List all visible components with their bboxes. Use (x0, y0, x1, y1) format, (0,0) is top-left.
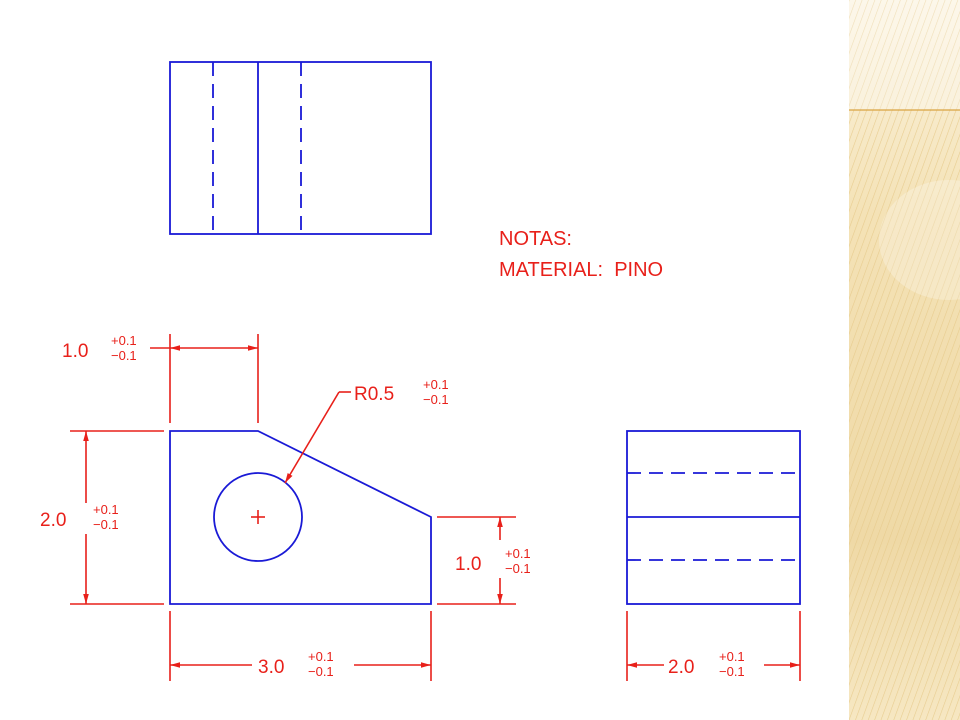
dimension-value: 1.0 (455, 554, 481, 575)
tolerance-plus: +0.1 (93, 502, 119, 517)
tolerance-plus: +0.1 (308, 649, 334, 664)
tolerance-plus: +0.1 (719, 649, 745, 664)
tolerance-minus: −0.1 (308, 664, 334, 679)
dimension-value: 1.0 (62, 341, 88, 362)
notes-heading: NOTAS: (499, 228, 572, 250)
dimension-height: 2.0 +0.1 −0.1 (40, 430, 164, 605)
dimension-hole-radius: R0.5 +0.1 −0.1 (284, 377, 449, 484)
dimension-side-width: 2.0 +0.1 −0.1 (626, 611, 801, 681)
tolerance-plus: +0.1 (423, 377, 449, 392)
tolerance-minus: −0.1 (93, 517, 119, 532)
front-view-outline (169, 430, 432, 605)
dimension-bottom-width: 3.0 +0.1 −0.1 (169, 611, 432, 681)
decorative-side-panel (849, 0, 960, 720)
tolerance-plus: +0.1 (505, 546, 531, 561)
side-view (626, 430, 801, 605)
technical-drawing: NOTAS: MATERIAL: PINO 1.0 +0.1 −0.1 R0.5… (40, 61, 801, 681)
dimension-value: 2.0 (668, 657, 694, 678)
notes-block: NOTAS: MATERIAL: PINO (499, 228, 663, 281)
leader-line (284, 391, 340, 484)
dimension-value: 2.0 (40, 510, 66, 531)
dimension-value: R0.5 (354, 384, 394, 405)
dimension-right-height: 1.0 +0.1 −0.1 (437, 516, 531, 605)
hole-circle (213, 472, 303, 562)
dimension-top-width: 1.0 +0.1 −0.1 (62, 333, 259, 423)
tolerance-minus: −0.1 (719, 664, 745, 679)
notes-material: MATERIAL: PINO (499, 259, 663, 281)
dimension-value: 3.0 (258, 657, 284, 678)
tolerance-minus: −0.1 (505, 561, 531, 576)
front-view (169, 430, 432, 605)
tolerance-plus: +0.1 (111, 333, 137, 348)
tolerance-minus: −0.1 (111, 348, 137, 363)
tolerance-minus: −0.1 (423, 392, 449, 407)
top-view (169, 61, 432, 235)
